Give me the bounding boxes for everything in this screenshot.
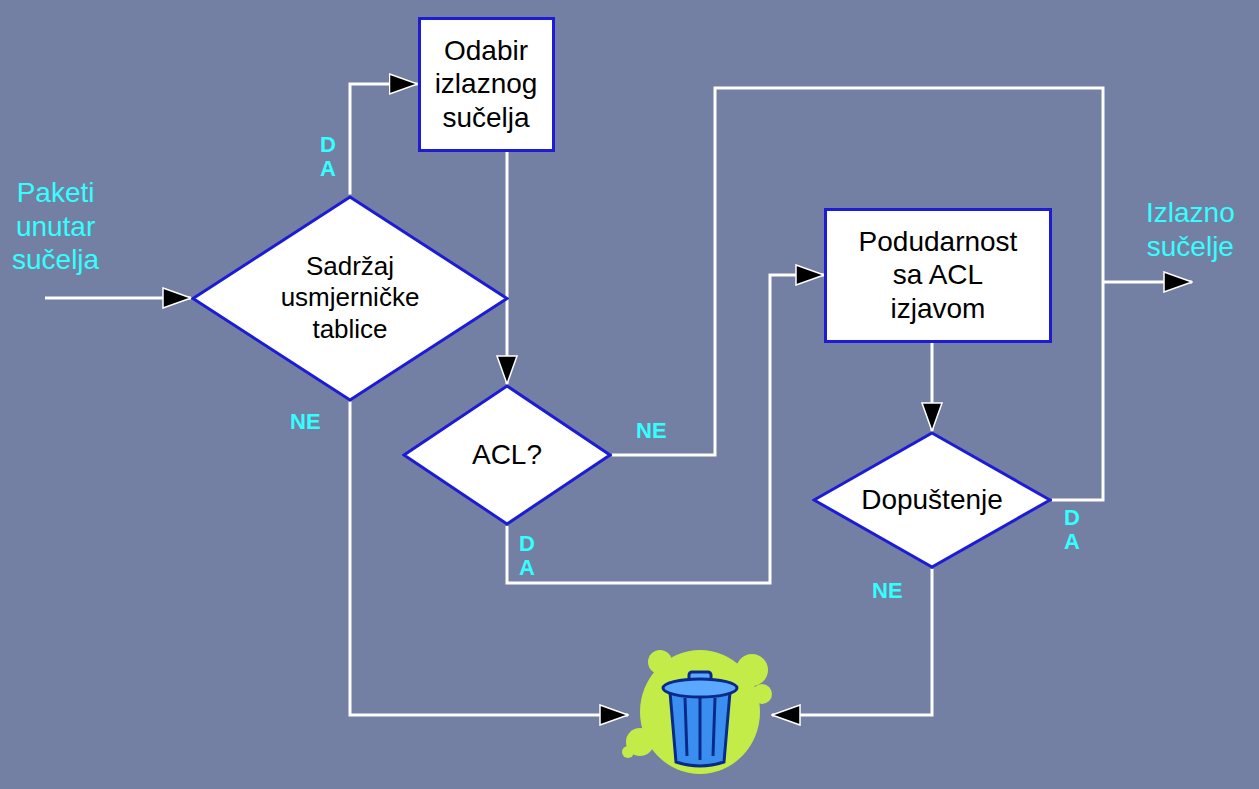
- can-ribs: [685, 698, 715, 760]
- decision-diamond: Dopuštenje: [812, 431, 1052, 569]
- node-text: Odabir izlaznog sučelja: [435, 34, 538, 135]
- io-label: Izlazno sučelje: [1146, 196, 1235, 263]
- node-text-group: Sadržaj usmjerničke tablice: [281, 251, 420, 345]
- diamond-shape: [193, 197, 507, 400]
- flow-connector: [931, 343, 934, 432]
- diamond-shape: [814, 433, 1050, 567]
- node-text: Dopuštenje: [861, 483, 1003, 517]
- decision-diamond: ACL?: [402, 384, 612, 526]
- branch-label: NE: [636, 419, 667, 443]
- branch-label: NE: [290, 410, 321, 434]
- output-arrow: [1103, 281, 1192, 284]
- node-text-group: Odabir izlaznog sučelja: [435, 34, 538, 135]
- node-text-group: Dopuštenje: [861, 483, 1003, 517]
- diamond-shape: [404, 386, 610, 524]
- process-box: Podudarnost sa ACL izjavom: [824, 208, 1052, 343]
- io-label: Paketi unutar sučelja: [12, 176, 99, 277]
- input-arrow: [45, 297, 191, 300]
- wire-group: [45, 88, 1192, 715]
- branch-label: NE: [872, 579, 903, 603]
- flow-connector: [350, 84, 418, 195]
- node-text: Sadržaj usmjerničke tablice: [281, 251, 420, 345]
- icon-blob: [736, 654, 768, 686]
- icon-blob: [752, 684, 772, 704]
- can-lid: [663, 679, 737, 697]
- permit-line: [1052, 282, 1103, 500]
- bypass-line: [612, 88, 1103, 455]
- node-text-group: ACL?: [472, 438, 542, 472]
- branch-label: D A: [1062, 506, 1082, 554]
- trash-can-icon: [622, 650, 772, 774]
- drop-arrow: [772, 569, 932, 715]
- edge-label: D A: [517, 532, 537, 580]
- flow-connector: [506, 152, 509, 385]
- edge-label: D A: [318, 133, 338, 181]
- node-text-group: Podudarnost sa ACL izjavom: [854, 225, 1022, 326]
- can-body: [670, 692, 730, 766]
- decision-diamond: Sadržaj usmjerničke tablice: [191, 195, 509, 402]
- node-text: Podudarnost sa ACL izjavom: [854, 225, 1022, 326]
- node-text: ACL?: [472, 438, 542, 472]
- icon-blob: [622, 746, 634, 758]
- icon-blob: [648, 650, 672, 674]
- process-box: Odabir izlaznog sučelja: [418, 17, 555, 152]
